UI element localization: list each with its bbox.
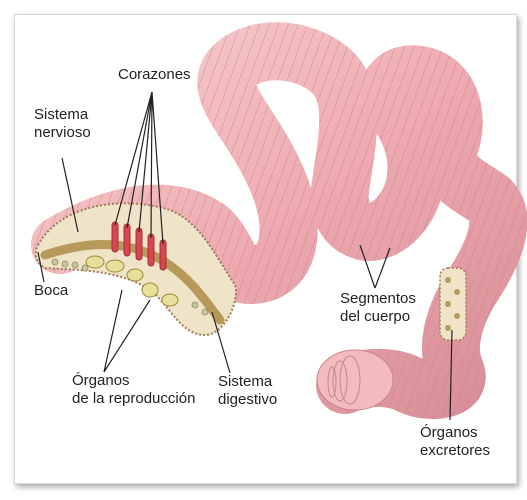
label-hearts: Corazones (118, 66, 191, 84)
label-excretory-organs: Órganos excretores (420, 424, 490, 460)
excretory-cutaway (440, 268, 466, 340)
label-reproductive-organs: Órganos de la reproducción (72, 372, 195, 408)
label-mouth: Boca (34, 282, 68, 300)
label-digestive-system: Sistema digestivo (218, 373, 277, 409)
label-nervous-system: Sistema nervioso (34, 106, 91, 142)
label-body-segments: Segmentos del cuerpo (340, 290, 416, 326)
